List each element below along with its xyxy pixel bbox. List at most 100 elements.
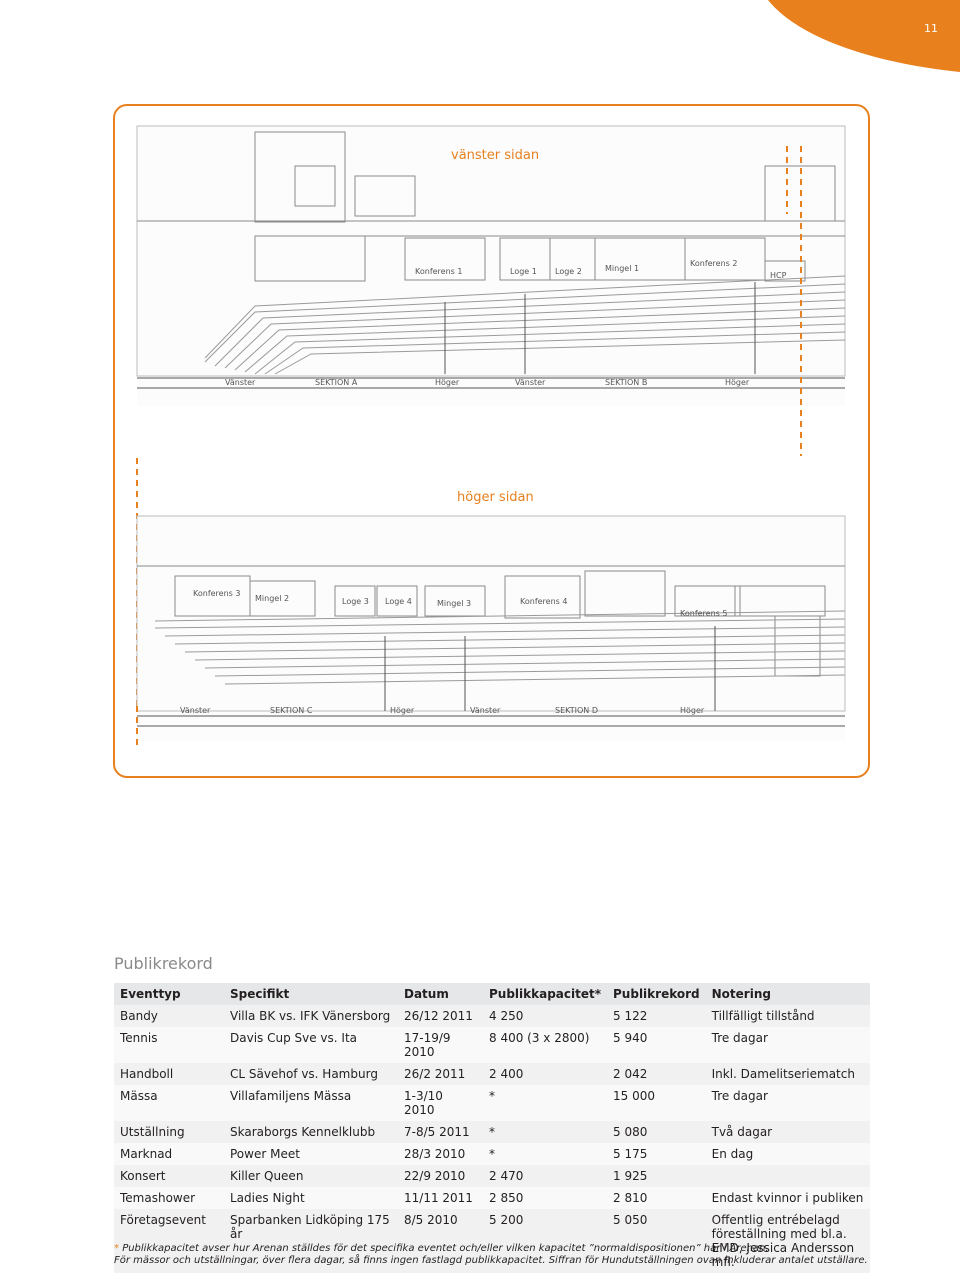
footnote-text-1: Publikkapacitet avser hur Arenan ställde… [122, 1243, 769, 1254]
cell-eventtyp: Bandy [114, 1005, 224, 1027]
svg-text:SEKTION C: SEKTION C [270, 706, 313, 715]
cell-publikkapacitet: 4 250 [483, 1005, 608, 1027]
section-label: Vänster [515, 378, 546, 387]
cell-eventtyp: Mässa [114, 1085, 224, 1121]
table-row: Temashower Ladies Night 11/11 2011 2 850… [114, 1187, 870, 1209]
footnote-line-1: * Publikkapacitet avser hur Arenan ställ… [114, 1243, 914, 1255]
cell-eventtyp: Tennis [114, 1027, 224, 1063]
cell-datum: 26/2 2011 [398, 1063, 483, 1085]
section-title: Publikrekord [114, 954, 213, 973]
plan-caption-right: höger sidan [457, 490, 534, 505]
cell-publikkapacitet: 5 200 [483, 1209, 608, 1273]
svg-text:Höger: Höger [390, 706, 415, 715]
room-label: HCP [770, 271, 787, 280]
cell-publikrekord: 15 000 [607, 1085, 706, 1121]
cell-notering: En dag [705, 1143, 870, 1165]
table-row: Bandy Villa BK vs. IFK Vänersborg 26/12 … [114, 1005, 870, 1027]
column-header: Datum [398, 983, 483, 1005]
cell-notering: Tre dagar [705, 1027, 870, 1063]
cell-specifikt: CL Sävehof vs. Hamburg [224, 1063, 398, 1085]
cell-eventtyp: Utställning [114, 1121, 224, 1143]
cell-eventtyp: Handboll [114, 1063, 224, 1085]
cell-notering: Endast kvinnor i publiken [705, 1187, 870, 1209]
svg-text:Loge 3: Loge 3 [342, 597, 369, 606]
section-label: SEKTION A [315, 378, 358, 387]
svg-text:Vänster: Vänster [470, 706, 501, 715]
cell-datum: 28/3 2010 [398, 1143, 483, 1165]
cell-publikrekord: 2 042 [607, 1063, 706, 1085]
cell-datum: 11/11 2011 [398, 1187, 483, 1209]
footnote-text-2: För mässor och utställningar, över flera… [114, 1255, 868, 1266]
cell-datum: 17-19/9 2010 [398, 1027, 483, 1063]
cell-notering: Inkl. Damelitseriematch [705, 1063, 870, 1085]
svg-text:Höger: Höger [680, 706, 705, 715]
cell-notering [705, 1165, 870, 1187]
cell-publikkapacitet: 2 470 [483, 1165, 608, 1187]
table-row: Tennis Davis Cup Sve vs. Ita 17-19/9 201… [114, 1027, 870, 1063]
table-header-row: Eventtyp Specifikt Datum Publikkapacitet… [114, 983, 870, 1005]
cell-publikrekord: 5 175 [607, 1143, 706, 1165]
cell-specifikt: Ladies Night [224, 1187, 398, 1209]
cell-publikrekord: 5 050 [607, 1209, 706, 1273]
cell-specifikt: Villafamiljens Mässa [224, 1085, 398, 1121]
footnote-marker: * [114, 1243, 119, 1254]
cell-eventtyp: Temashower [114, 1187, 224, 1209]
cell-specifikt: Sparbanken Lidköping 175 år [224, 1209, 398, 1273]
column-header: Notering [705, 983, 870, 1005]
svg-text:Mingel 3: Mingel 3 [437, 599, 471, 608]
floor-plan-frame: Konferens 1 Loge 1 Loge 2 Mingel 1 Konfe… [113, 104, 870, 778]
section-label: Höger [435, 378, 460, 387]
cell-specifikt: Villa BK vs. IFK Vänersborg [224, 1005, 398, 1027]
cell-specifikt: Killer Queen [224, 1165, 398, 1187]
table-row: Mässa Villafamiljens Mässa 1-3/10 2010 *… [114, 1085, 870, 1121]
svg-text:Konferens 4: Konferens 4 [520, 597, 567, 606]
plan-caption-left: vänster sidan [451, 148, 540, 163]
table-row: Utställning Skaraborgs Kennelklubb 7-8/5… [114, 1121, 870, 1143]
cell-eventtyp: Företagsevent [114, 1209, 224, 1273]
cell-publikkapacitet: 2 400 [483, 1063, 608, 1085]
cell-publikrekord: 5 940 [607, 1027, 706, 1063]
column-header: Publikkapacitet* [483, 983, 608, 1005]
section-label: Höger [725, 378, 750, 387]
records-table: Eventtyp Specifikt Datum Publikkapacitet… [114, 983, 870, 1273]
cell-publikkapacitet: 2 850 [483, 1187, 608, 1209]
page-corner-tab [768, 0, 960, 72]
cell-notering: Tre dagar [705, 1085, 870, 1121]
table-row: Företagsevent Sparbanken Lidköping 175 å… [114, 1209, 870, 1273]
room-label: Konferens 2 [690, 259, 737, 268]
cell-publikrekord: 1 925 [607, 1165, 706, 1187]
cell-publikkapacitet: * [483, 1121, 608, 1143]
column-header: Eventtyp [114, 983, 224, 1005]
table-row: Konsert Killer Queen 22/9 2010 2 470 1 9… [114, 1165, 870, 1187]
cell-publikrekord: 5 122 [607, 1005, 706, 1027]
cell-publikkapacitet: * [483, 1085, 608, 1121]
cell-eventtyp: Marknad [114, 1143, 224, 1165]
column-header: Specifikt [224, 983, 398, 1005]
cell-eventtyp: Konsert [114, 1165, 224, 1187]
cell-specifikt: Davis Cup Sve vs. Ita [224, 1027, 398, 1063]
svg-text:SEKTION D: SEKTION D [555, 706, 598, 715]
cell-publikkapacitet: * [483, 1143, 608, 1165]
cell-publikrekord: 2 810 [607, 1187, 706, 1209]
cell-datum: 22/9 2010 [398, 1165, 483, 1187]
table-row: Handboll CL Sävehof vs. Hamburg 26/2 201… [114, 1063, 870, 1085]
svg-text:Konferens 5: Konferens 5 [680, 609, 727, 618]
cell-specifikt: Power Meet [224, 1143, 398, 1165]
section-label: Vänster [225, 378, 256, 387]
column-header: Publikrekord [607, 983, 706, 1005]
cell-specifikt: Skaraborgs Kennelklubb [224, 1121, 398, 1143]
room-label: Loge 1 [510, 267, 537, 276]
room-label: Mingel 1 [605, 264, 639, 273]
table-row: Marknad Power Meet 28/3 2010 * 5 175 En … [114, 1143, 870, 1165]
page-number: 11 [924, 22, 938, 35]
section-label: SEKTION B [605, 378, 647, 387]
cell-publikrekord: 5 080 [607, 1121, 706, 1143]
cell-notering: Offentlig entrébelagd föreställning med … [705, 1209, 870, 1273]
cell-datum: 1-3/10 2010 [398, 1085, 483, 1121]
cell-datum: 8/5 2010 [398, 1209, 483, 1273]
svg-text:Mingel 2: Mingel 2 [255, 594, 289, 603]
cell-datum: 7-8/5 2011 [398, 1121, 483, 1143]
cell-publikkapacitet: 8 400 (3 x 2800) [483, 1027, 608, 1063]
cell-notering: Två dagar [705, 1121, 870, 1143]
room-label: Konferens 1 [415, 267, 462, 276]
